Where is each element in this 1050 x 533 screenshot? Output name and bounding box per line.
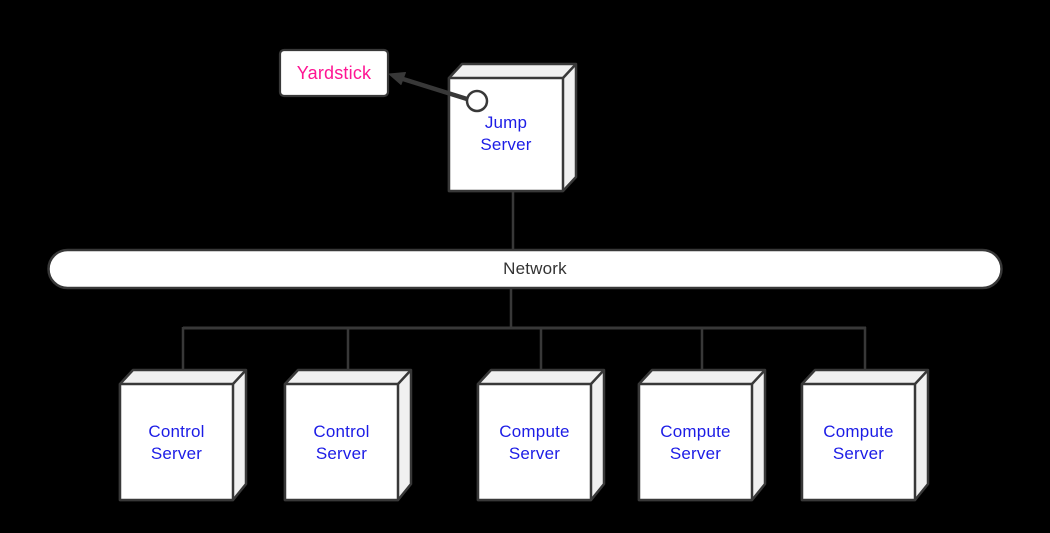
control-server-2-corner-edge: [397, 369, 412, 385]
compute-server-2-front-face: [637, 382, 754, 502]
compute-server-3-corner-edge: [914, 369, 929, 385]
node-control-server-2: [283, 368, 413, 502]
arrowhead-icon: [388, 72, 406, 85]
node-yardstick: [278, 48, 390, 98]
control-server-1-front-face: [118, 382, 235, 502]
edge-port-to-yardstick: [400, 76, 470, 102]
control-server-1-corner-edge: [232, 369, 247, 385]
compute-server-3-front-face: [800, 382, 917, 502]
port-circle-icon: [465, 89, 489, 113]
node-compute-server-3: [800, 368, 930, 502]
node-control-server-1: [118, 368, 248, 502]
compute-server-1-front-face: [476, 382, 593, 502]
node-network: [47, 248, 1003, 290]
control-server-2-front-face: [283, 382, 400, 502]
node-compute-server-2: [637, 368, 767, 502]
node-compute-server-1: [476, 368, 606, 502]
compute-server-1-corner-edge: [590, 369, 605, 385]
compute-server-2-corner-edge: [751, 369, 766, 385]
jump-server-front-face: [447, 76, 565, 193]
node-jump-server: [447, 62, 578, 193]
jump-server-corner-edge: [562, 63, 577, 79]
